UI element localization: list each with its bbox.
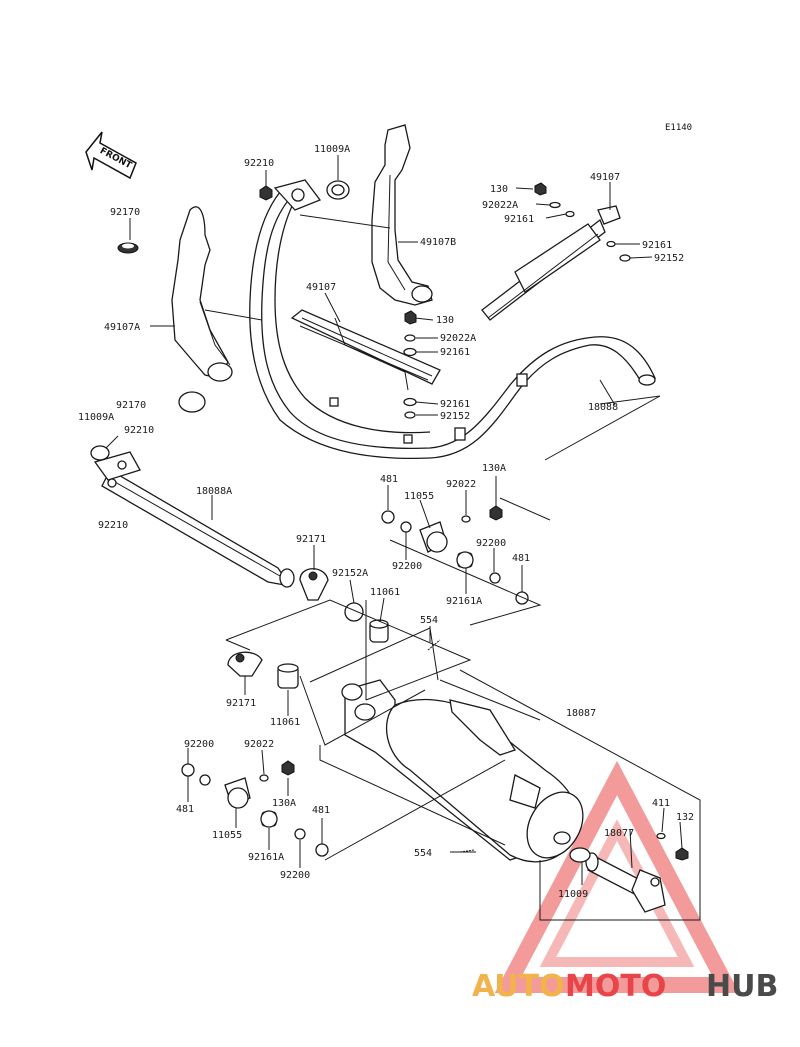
label-92210-low: 92210 — [98, 520, 128, 531]
diagram-code: E1140 — [665, 123, 692, 133]
label-481-r2: 481 — [512, 553, 530, 564]
label-481-l2: 481 — [312, 805, 330, 816]
watermark-text: AUTO MOTO HUB — [472, 969, 778, 1004]
label-481-r1: 481 — [380, 474, 398, 485]
label-92161A-r: 92161A — [446, 596, 482, 607]
clamp-ring-left — [178, 391, 206, 413]
screw-411 — [656, 832, 666, 840]
label-49107-right: 49107 — [590, 172, 620, 183]
label-481-l1: 481 — [176, 804, 194, 815]
label-92170-left: 92170 — [110, 207, 140, 218]
leader-lines — [105, 155, 701, 921]
label-92170-mid: 92170 — [116, 400, 146, 411]
label-92152-lower: 92152 — [440, 411, 470, 422]
heat-shield-49107-center — [290, 309, 441, 444]
label-92022-l: 92022 — [244, 739, 274, 750]
label-554-a: 554 — [420, 615, 438, 626]
label-92171-b: 92171 — [226, 698, 256, 709]
exhaust-pipe-18088A — [90, 445, 295, 588]
label-92161A-l: 92161A — [248, 852, 284, 863]
heat-shield-49107-right — [481, 205, 621, 321]
label-92161-mid: 92161 — [440, 347, 470, 358]
grommet-11061-a — [369, 619, 389, 643]
label-92161-right-mid: 92161 — [642, 240, 672, 251]
label-130A-r: 130A — [482, 463, 506, 474]
gasket-92170-left — [117, 242, 139, 254]
label-92161-lower: 92161 — [440, 399, 470, 410]
label-92022A-right-top: 92022A — [482, 200, 518, 211]
label-92200-r2: 92200 — [476, 538, 506, 549]
label-92200-l1: 92200 — [184, 739, 214, 750]
label-132: 132 — [676, 812, 694, 823]
label-18077: 18077 — [604, 828, 634, 839]
grommet-cluster-left — [181, 760, 329, 857]
gasket-11009 — [569, 847, 591, 863]
watermark-hub: HUB — [706, 969, 778, 1004]
bolt-132 — [675, 847, 689, 861]
label-130-mid: 130 — [436, 315, 454, 326]
label-18087: 18087 — [566, 708, 596, 719]
watermark-moto: MOTO — [565, 969, 666, 1004]
label-11061-b: 11061 — [270, 717, 300, 728]
label-130A-l: 130A — [272, 798, 296, 809]
label-92152-right-mid: 92152 — [654, 253, 684, 264]
clamp-92171-a — [299, 568, 329, 601]
grommet-11061-b — [277, 663, 299, 689]
label-554-b: 554 — [414, 848, 432, 859]
label-11055-l: 11055 — [212, 830, 242, 841]
spring-554-b — [459, 849, 475, 853]
front-direction-arrow: FRONT — [85, 131, 137, 180]
label-92161-right-top: 92161 — [504, 214, 534, 225]
label-11009A-mid: 11009A — [78, 412, 114, 423]
label-49107A: 49107A — [104, 322, 140, 333]
grommet-cluster-right — [381, 505, 529, 605]
label-11009: 11009 — [558, 889, 588, 900]
label-92022-r: 92022 — [446, 479, 476, 490]
label-411: 411 — [652, 798, 670, 809]
label-92200-r1: 92200 — [392, 561, 422, 572]
exhaust-pipe-49107A — [171, 206, 233, 382]
label-49107B: 49107B — [420, 237, 456, 248]
tail-pipe-18077 — [585, 852, 666, 913]
label-11061-a: 11061 — [370, 587, 400, 598]
muffler-18087 — [341, 679, 584, 863]
clamp-92171-b — [227, 651, 263, 677]
label-18088: 18088 — [588, 402, 618, 413]
bolt-92210-top — [259, 185, 273, 201]
flange-top — [273, 179, 322, 211]
watermark-auto: AUTO — [472, 969, 565, 1004]
label-92210-top: 92210 — [244, 158, 274, 169]
label-130-right-top: 130 — [490, 184, 508, 195]
small-hardware-center — [403, 310, 417, 419]
label-18088A: 18088A — [196, 486, 232, 497]
label-11055-r: 11055 — [404, 491, 434, 502]
gasket-11009A-top — [326, 180, 350, 200]
part-number-labels: 92210 11009A 92170 49107A 49107B 49107 4… — [78, 144, 694, 900]
exhaust-header-49107 — [249, 191, 656, 459]
label-49107-mid: 49107 — [306, 282, 336, 293]
gasket-92152A — [344, 602, 364, 622]
label-92022A-mid: 92022A — [440, 333, 476, 344]
label-92200-l2: 92200 — [280, 870, 310, 881]
label-92210-mid: 92210 — [124, 425, 154, 436]
label-11009A-top: 11009A — [314, 144, 350, 155]
exhaust-pipe-49107B — [371, 124, 433, 306]
label-92171-a: 92171 — [296, 534, 326, 545]
label-92152A: 92152A — [332, 568, 368, 579]
